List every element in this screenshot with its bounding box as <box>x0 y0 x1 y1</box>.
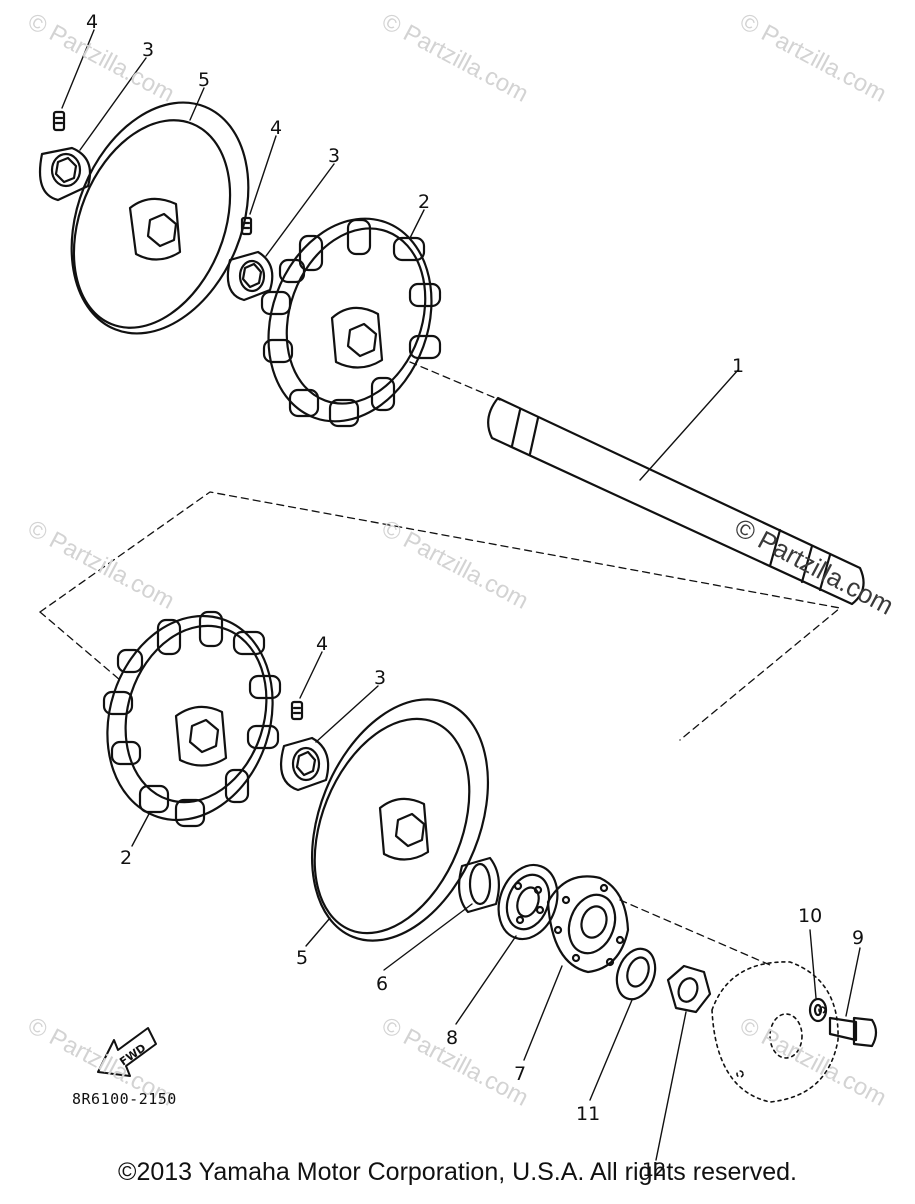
collar-top <box>38 146 92 202</box>
drive-shaft <box>487 396 865 606</box>
callout-1: 1 <box>732 355 744 377</box>
idler-wheel-bottom <box>310 698 490 942</box>
callout-3: 3 <box>142 39 154 61</box>
callout-numbers: 4 3 5 4 3 2 1 4 3 2 5 6 8 7 11 12 10 9 F… <box>86 11 864 1181</box>
callout-12: 12 <box>642 1159 666 1181</box>
set-screw-middle <box>240 216 253 236</box>
drive-sprocket-bottom <box>102 610 282 828</box>
idler-wheel-top <box>70 101 250 335</box>
washer <box>615 947 657 1001</box>
callout-6: 6 <box>376 973 388 995</box>
callout-7: 7 <box>514 1063 526 1085</box>
drive-sprocket-top <box>260 217 442 428</box>
lock-washer <box>808 997 828 1023</box>
callout-9: 9 <box>852 927 864 949</box>
callout-10: 10 <box>798 905 822 927</box>
leader-lines <box>61 29 861 1161</box>
callout-8: 8 <box>446 1027 458 1049</box>
assembly-dashed-lines <box>39 361 841 966</box>
callout-11: 11 <box>576 1103 600 1125</box>
collar-bottom <box>280 736 330 792</box>
callout-5: 5 <box>198 69 210 91</box>
bolt <box>828 1016 878 1048</box>
copyright-notice: ©2013 Yamaha Motor Corporation, U.S.A. A… <box>118 1158 797 1186</box>
callout-5: 5 <box>296 947 308 969</box>
set-screw-bottom <box>290 700 304 721</box>
bearing <box>497 863 559 941</box>
set-screw-top <box>52 110 66 132</box>
spacer <box>457 856 501 914</box>
callout-3: 3 <box>328 145 340 167</box>
callout-4: 4 <box>86 11 98 33</box>
callout-2: 2 <box>418 191 430 213</box>
collar-middle <box>226 250 274 302</box>
bearing-housing-plate <box>546 875 630 974</box>
nut <box>666 964 712 1014</box>
callout-4: 4 <box>316 633 328 655</box>
callout-3: 3 <box>374 667 386 689</box>
fwd-arrow-icon <box>97 1027 157 1077</box>
callout-4: 4 <box>270 117 282 139</box>
drawing-code: 8R6100-2150 <box>72 1090 177 1108</box>
callout-2: 2 <box>120 847 132 869</box>
